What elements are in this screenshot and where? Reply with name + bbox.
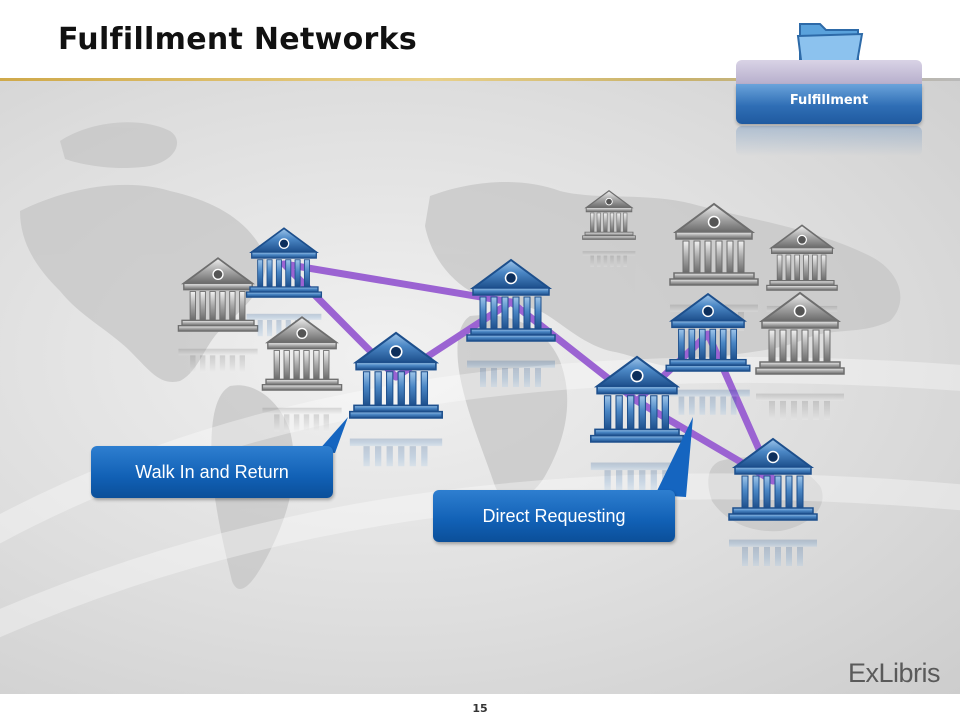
library-icon-lib-c (261, 316, 343, 432)
section-tab-label-box[interactable]: Fulfillment (736, 84, 922, 124)
slide-title: Fulfillment Networks (58, 22, 418, 57)
network-diagram (0, 122, 960, 638)
callout-pointers (318, 417, 693, 497)
library-icon-lib-l (728, 437, 818, 566)
library-nodes (177, 190, 845, 566)
library-icon-lib-f (582, 190, 636, 267)
library-icon-lib-j (755, 291, 845, 420)
library-icon-lib-d (349, 331, 443, 467)
section-tab-label: Fulfillment (789, 93, 869, 108)
page-number: 15 (472, 702, 488, 715)
title-underline (0, 78, 960, 81)
section-tab[interactable]: Fulfillment (736, 0, 922, 160)
world-map-background (0, 81, 960, 694)
exlibris-logo: ExLibris (848, 658, 941, 688)
svg-text:ExLibris: ExLibris (848, 658, 940, 688)
walk-in-callout: Walk In and Return (91, 446, 333, 498)
walk-in-callout-pointer (318, 417, 348, 453)
library-icon-lib-i (665, 292, 751, 415)
slide-footer: 15 (0, 694, 960, 720)
library-icon-lib-e (466, 258, 556, 387)
direct-callout-pointer (655, 417, 693, 497)
direct-requesting-callout: Direct Requesting (433, 490, 675, 542)
folder-icon (796, 23, 864, 69)
library-icon-lib-a (177, 257, 259, 373)
section-tab-back (736, 60, 922, 84)
section-tab-reflection (736, 126, 922, 156)
